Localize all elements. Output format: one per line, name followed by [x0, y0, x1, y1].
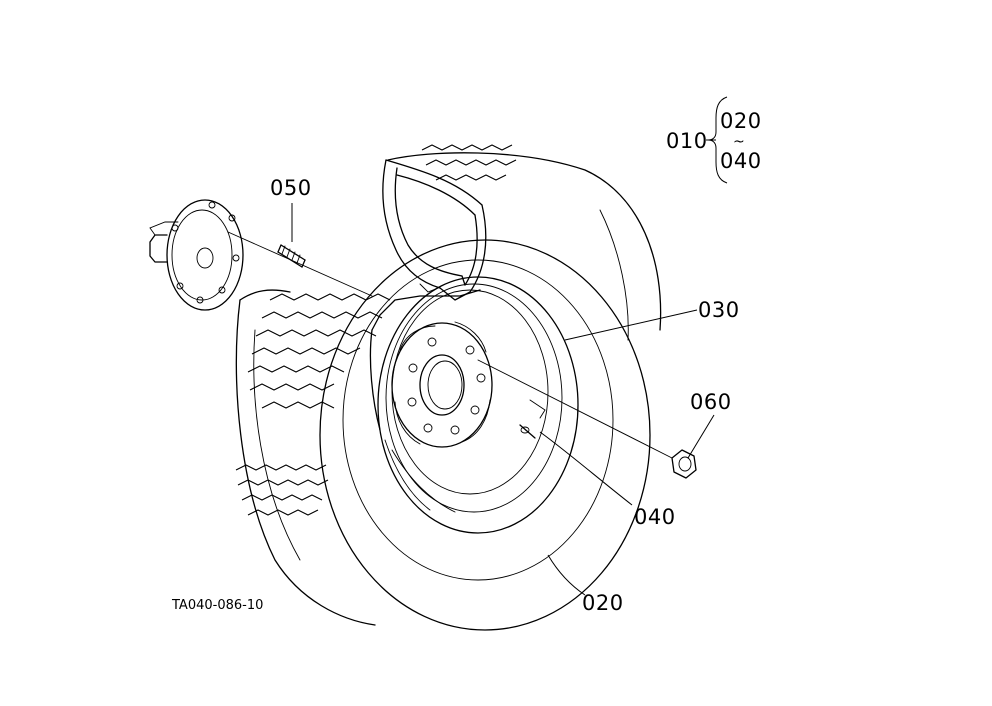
- callout-020: 020: [582, 591, 624, 615]
- tread-pattern-top: [421, 144, 517, 181]
- hub-drawing: [149, 199, 244, 311]
- callout-040: 040: [634, 505, 676, 529]
- callout-030: 030: [698, 298, 740, 322]
- assembly-bracket: [706, 96, 728, 184]
- assembly-range-end: 040: [720, 149, 762, 173]
- tread-pattern-left: [235, 293, 391, 516]
- assembly-range-start: 020: [720, 109, 762, 133]
- nut-axis-line: [477, 359, 673, 459]
- tire-cutaway-section: [382, 159, 487, 301]
- assembly-axis-line: [227, 231, 373, 297]
- nut-drawing: [671, 449, 697, 479]
- stud-bolt-drawing: [277, 244, 306, 268]
- leader-020: [547, 554, 586, 596]
- tire-drawing: [235, 152, 662, 631]
- callout-060: 060: [690, 390, 732, 414]
- leader-040: [539, 431, 633, 506]
- callout-050: 050: [270, 176, 312, 200]
- figure-code: TA040-086-10: [171, 598, 263, 613]
- rim-drawing: [369, 276, 579, 534]
- leader-030: [564, 309, 698, 341]
- leader-060: [687, 414, 715, 459]
- assembly-code: 010: [666, 129, 708, 153]
- assembly-range-separator: ~: [733, 134, 745, 150]
